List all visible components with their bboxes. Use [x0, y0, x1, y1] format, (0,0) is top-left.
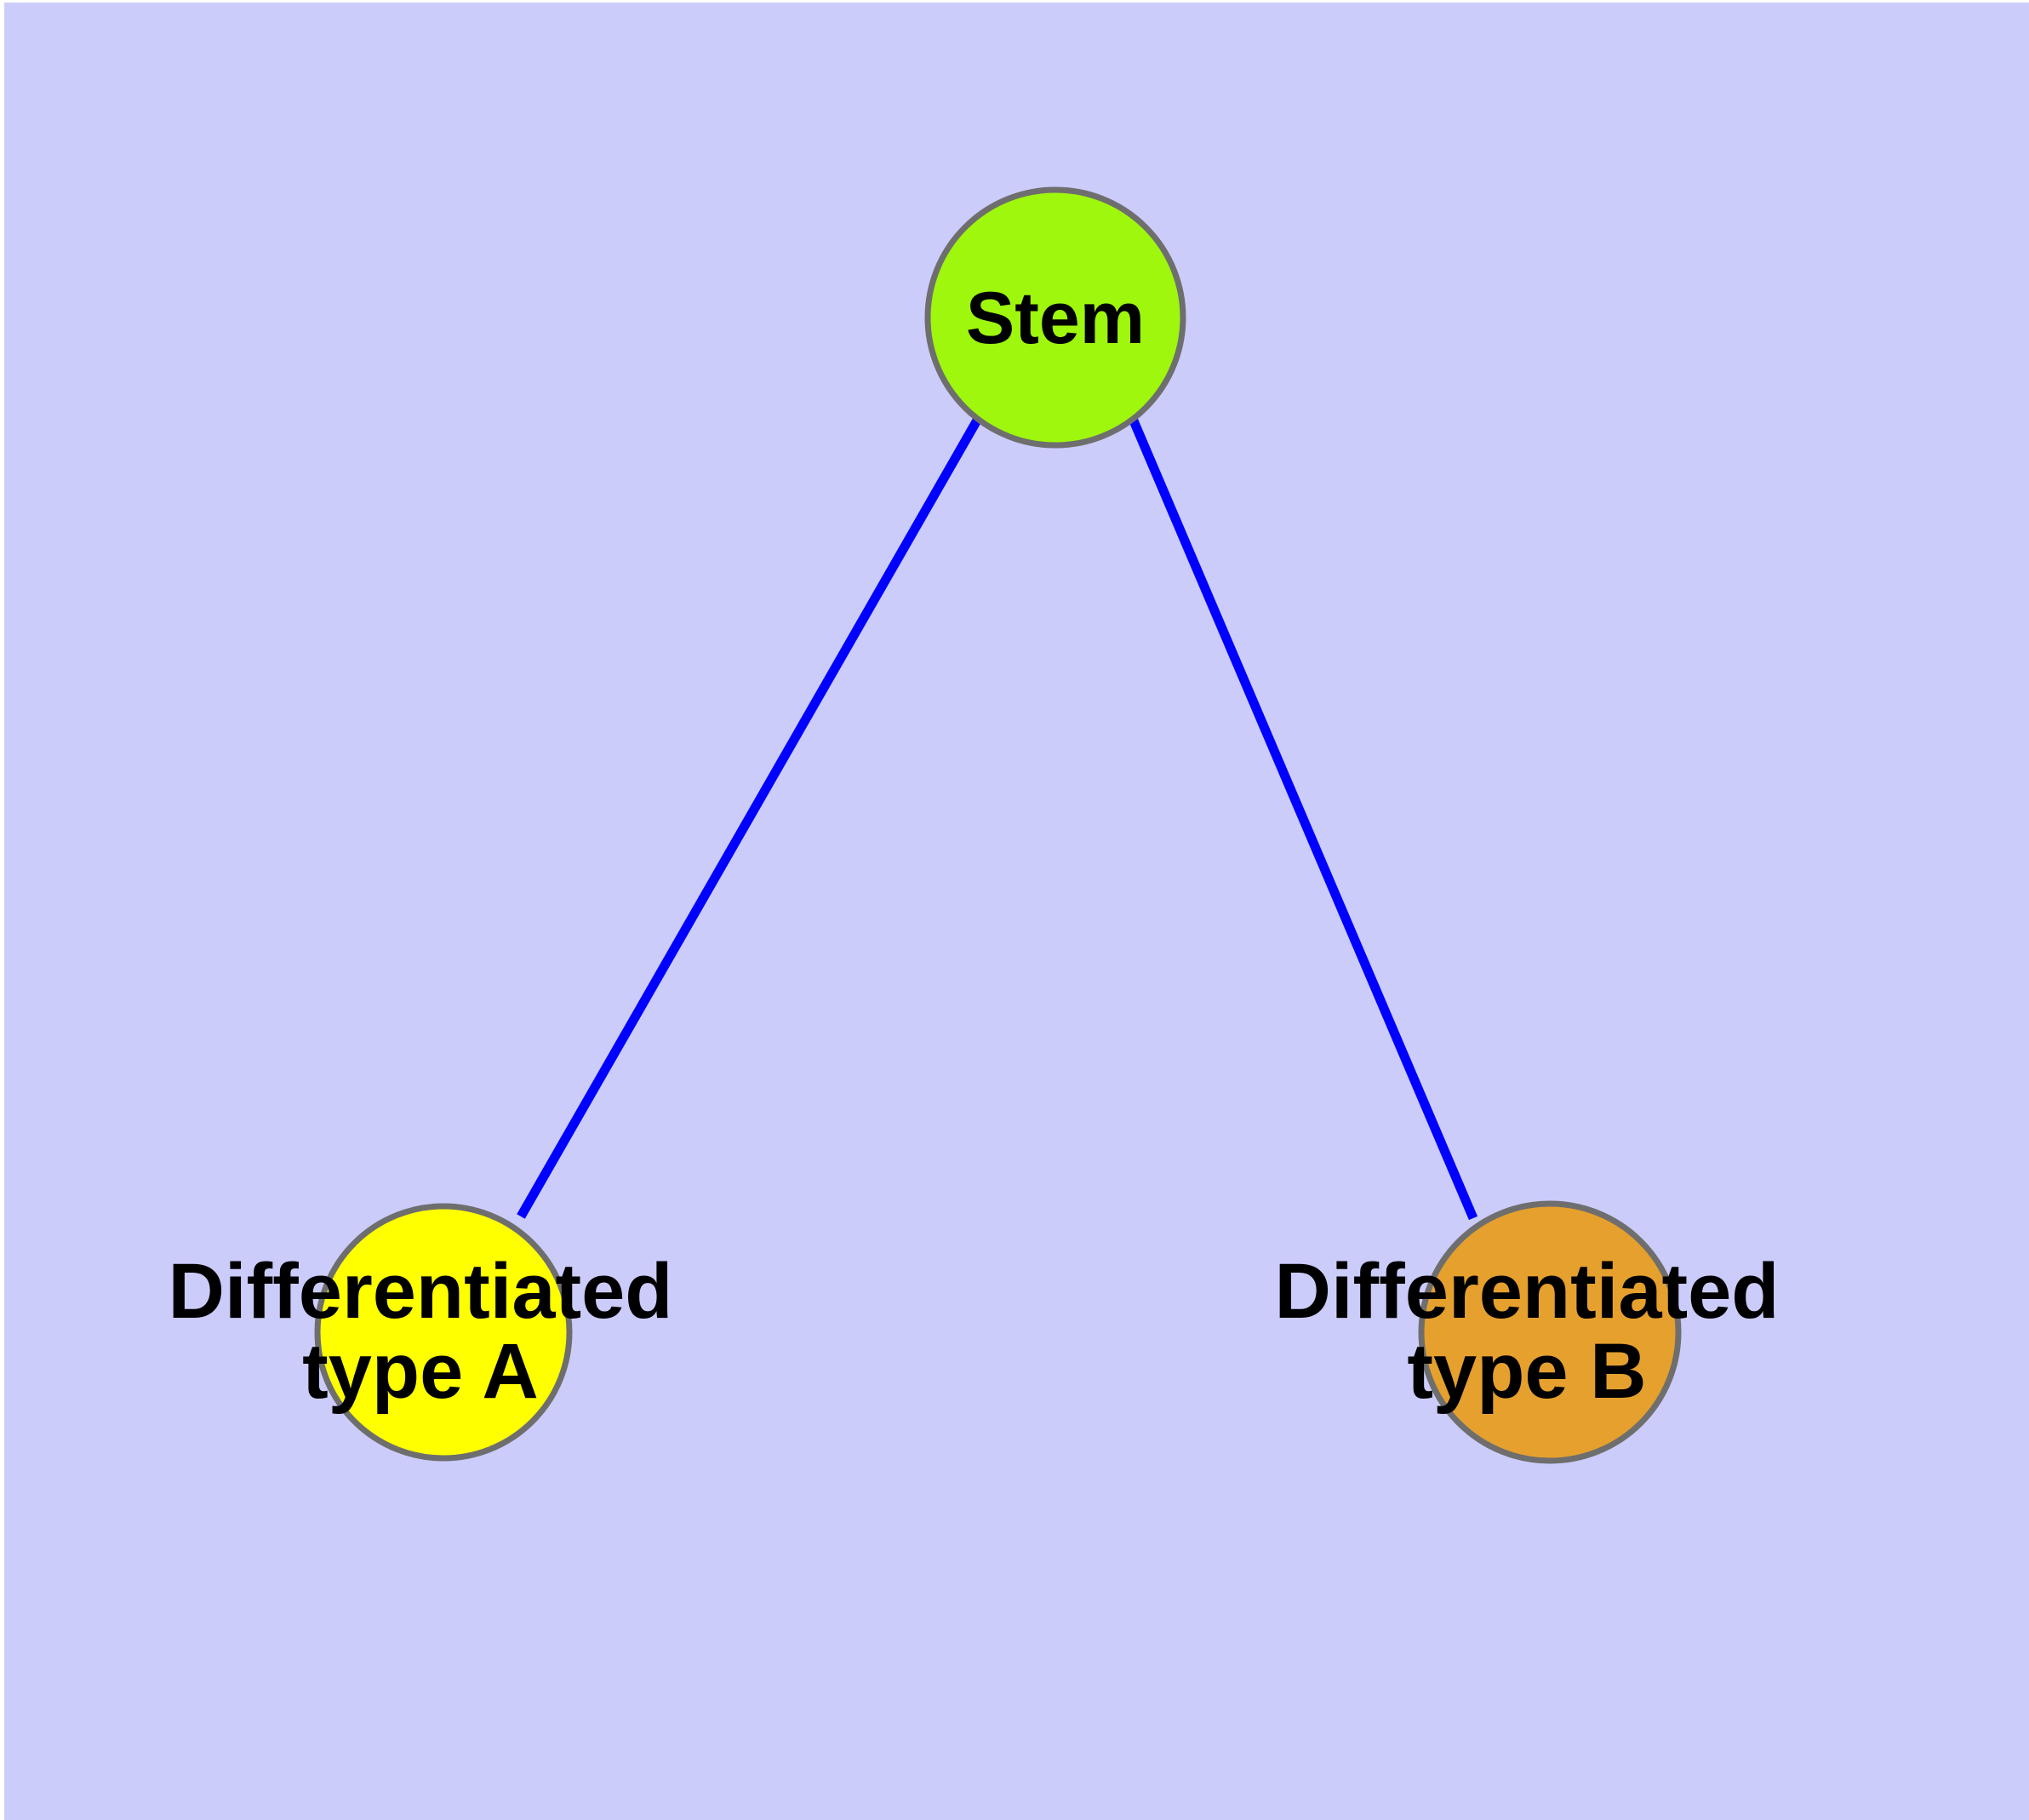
edge-stem-to-differentiated-type-b[interactable]: [1128, 416, 1478, 1221]
node-differentiated-type-b[interactable]: [1418, 1200, 1682, 1464]
node-layer: [314, 186, 1682, 1464]
edge-stem-to-differentiated-type-a[interactable]: [517, 416, 982, 1219]
node-differentiated-type-a[interactable]: [314, 1203, 573, 1462]
edge-layer: [517, 416, 1478, 1221]
node-stem[interactable]: [924, 186, 1186, 449]
